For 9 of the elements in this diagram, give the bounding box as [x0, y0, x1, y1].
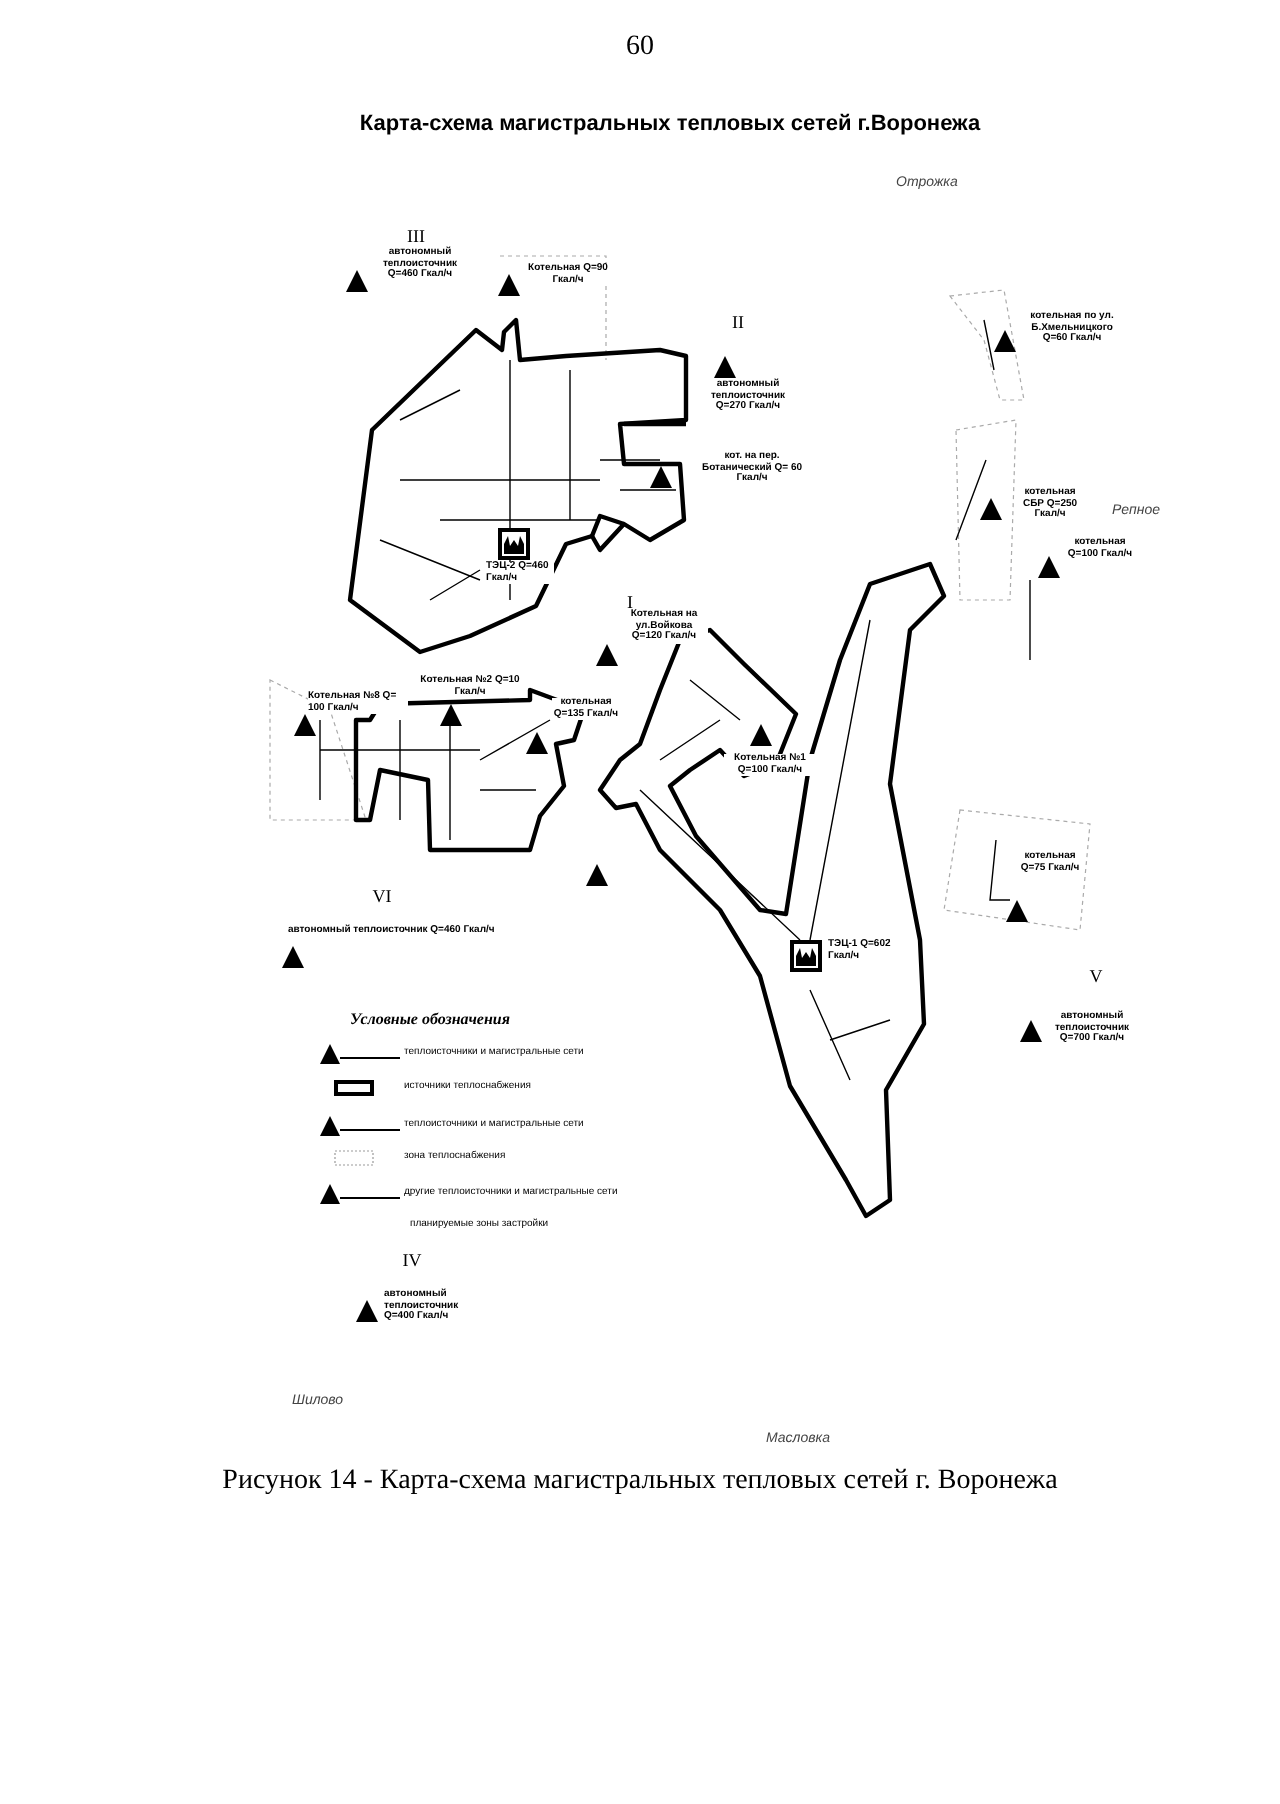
figure-caption: Рисунок 14 - Карта-схема магистральных тепловых сетей г. Воронежа [220, 1466, 1060, 1498]
district-numeral: V [1087, 968, 1105, 988]
district-numeral: III [405, 228, 427, 246]
district-numeral: II [730, 314, 746, 334]
district-numeral: IV [400, 1252, 424, 1272]
district-numeral: VI [370, 888, 394, 908]
legend-heading: Условные обозначения [350, 1012, 512, 1030]
page-number: 60 [624, 32, 656, 63]
map-title: Карта-схема магистральных тепловых сетей г.Воронежа [357, 112, 983, 136]
